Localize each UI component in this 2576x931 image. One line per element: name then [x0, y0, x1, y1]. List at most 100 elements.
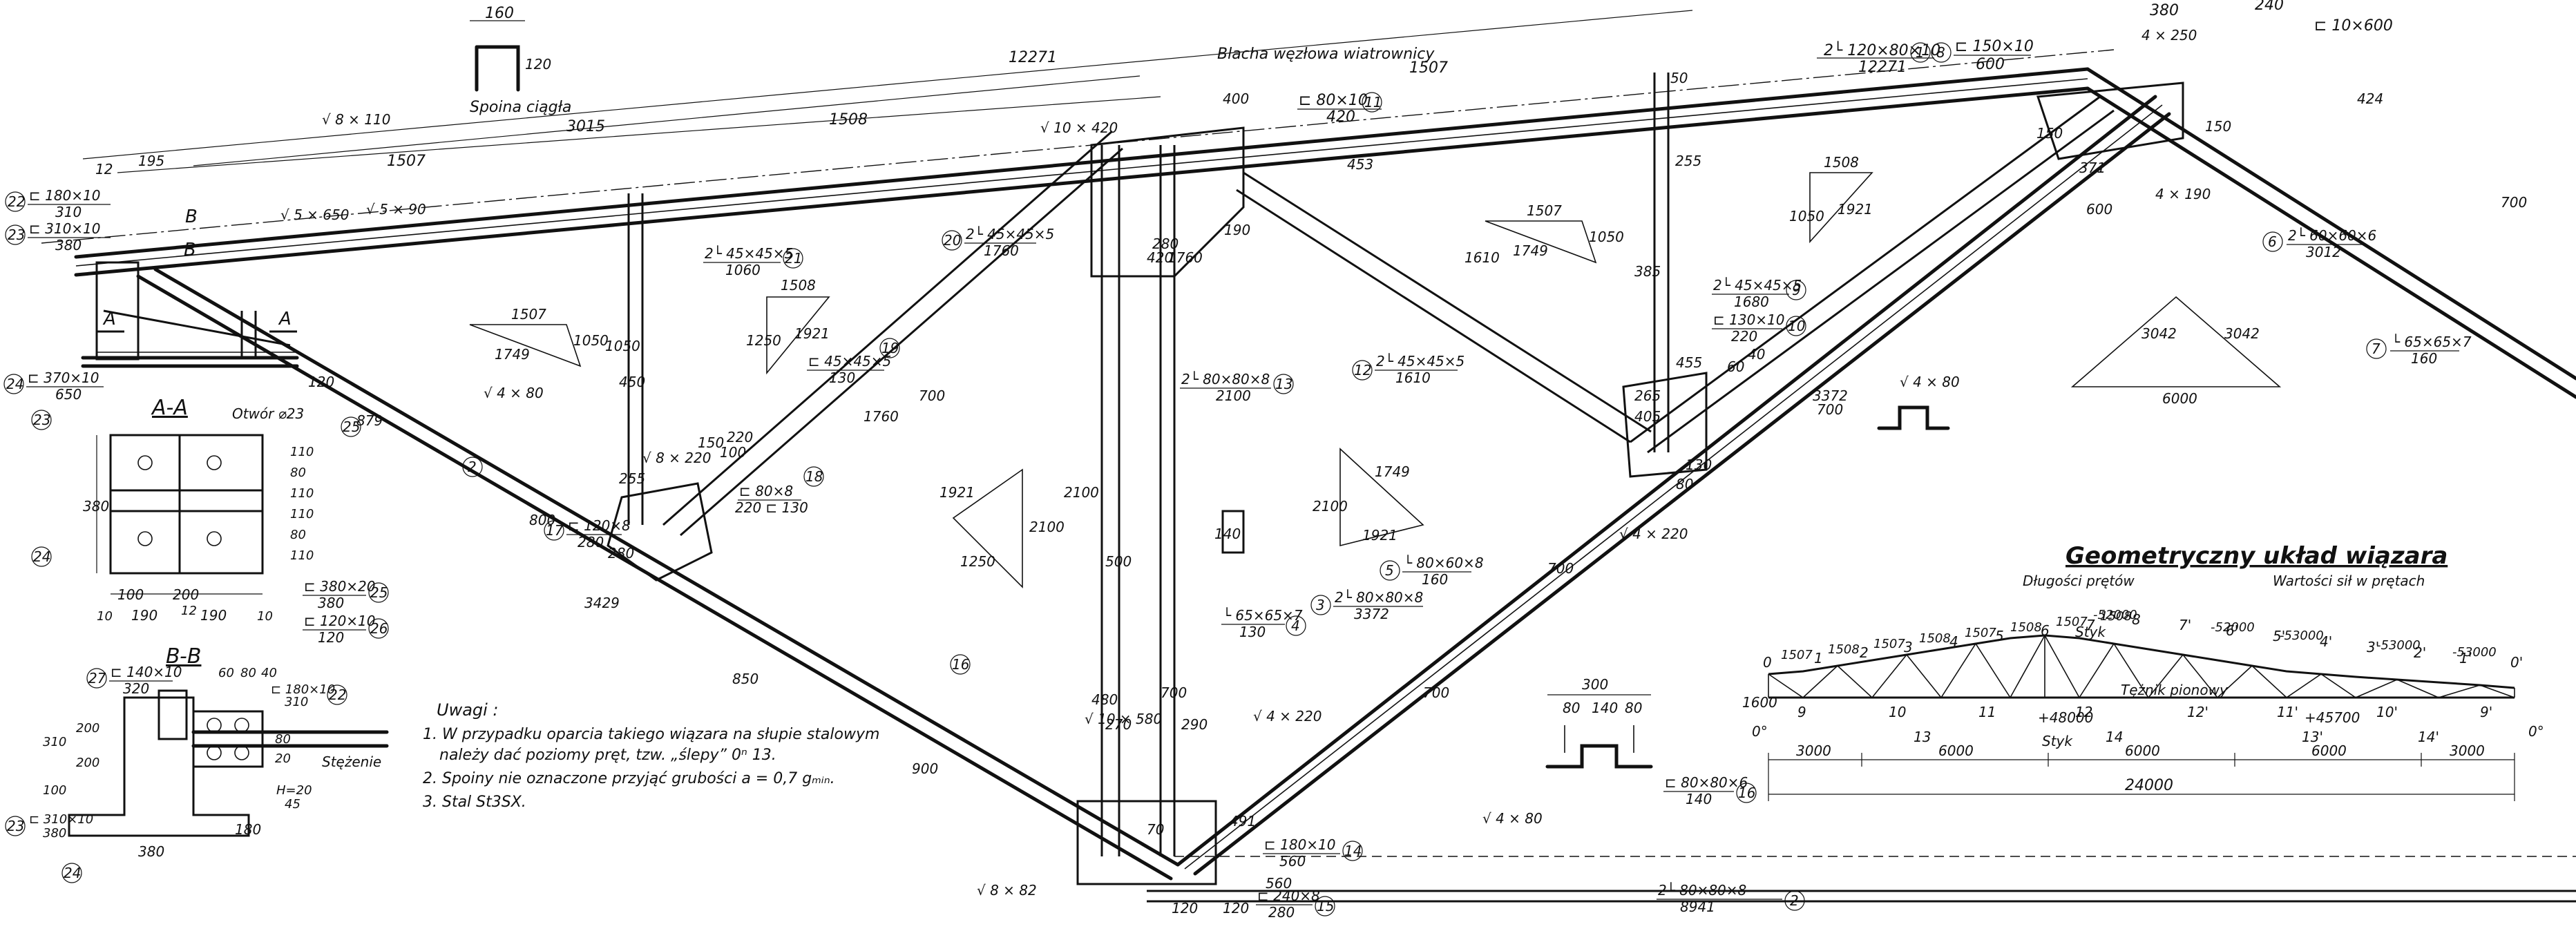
svg-text:380: 380: [83, 498, 109, 515]
svg-text:40: 40: [1748, 346, 1765, 363]
callout-part-8: 8 ⊏ 150×10 600: [1931, 38, 2034, 73]
dim-400: 400: [1223, 90, 1249, 107]
svg-text:27: 27: [88, 670, 106, 687]
svg-text:380: 380: [55, 237, 82, 253]
svg-text:⊏ 80×80×6: ⊏ 80×80×6: [1665, 774, 1748, 791]
svg-text:100: 100: [720, 444, 746, 461]
svg-text:80: 80: [240, 666, 256, 680]
svg-text:⊏ 150×10: ⊏ 150×10: [1955, 38, 2034, 55]
svg-text:500: 500: [1105, 553, 1132, 570]
svg-text:1749: 1749: [495, 346, 530, 363]
svg-text:23: 23: [8, 227, 25, 243]
callout-part-1: 2└ 120×80×10 12271 1: [1817, 41, 1940, 76]
callout-part-4: └ 65×65×7 130 4: [1221, 607, 1306, 640]
svg-text:200: 200: [76, 721, 99, 736]
svg-text:60: 60: [1727, 358, 1744, 375]
dim-12271-top: 12271: [1009, 49, 1057, 66]
callout-part-24: 24 ⊏ 370×10 650: [3, 369, 104, 403]
callout-part-2: 2└ 80×80×8 8941 2 2: [462, 457, 1805, 915]
svg-text:650: 650: [55, 386, 82, 403]
slope-triangle-4: 1508 1921 1050: [1789, 154, 1873, 244]
svg-text:2100: 2100: [1216, 387, 1251, 404]
svg-text:24: 24: [6, 376, 23, 392]
slope-triangle-3: 1507 1749 1050: [1485, 202, 1624, 264]
svg-text:1508: 1508: [1828, 642, 1860, 657]
svg-text:⊏ 120×10: ⊏ 120×10: [304, 613, 376, 629]
dim-371: 371: [2079, 160, 2106, 176]
weld-10x420: √ 10 × 420: [1040, 119, 1118, 136]
svg-text:310: 310: [285, 695, 308, 709]
svg-text:180: 180: [235, 821, 261, 838]
dim-240: 240: [2255, 0, 2284, 14]
geom-force-bottom-1: +48000: [2038, 709, 2093, 726]
slope-triangle-5: 3042 3042 6000: [2070, 296, 2282, 407]
svg-text:140: 140: [1214, 526, 1241, 542]
svg-text:10: 10: [1788, 318, 1805, 334]
svg-text:2': 2': [2414, 644, 2426, 661]
dim-150-b: 150: [2205, 118, 2231, 135]
callout-part-11: ⊏ 80×10 420 11: [1297, 92, 1382, 126]
svg-text:200: 200: [173, 586, 199, 603]
geom-zero-left: 0°: [1752, 723, 1768, 740]
svg-text:1921: 1921: [1362, 527, 1397, 544]
svg-text:140: 140: [1592, 700, 1618, 716]
svg-text:1060: 1060: [725, 262, 761, 278]
svg-text:1508: 1508: [2010, 620, 2042, 635]
svg-text:11: 11: [1364, 94, 1382, 111]
svg-text:800: 800: [529, 512, 555, 528]
callout-part-7: 7 └ 65×65×7 160: [2366, 334, 2472, 367]
svg-text:100: 100: [117, 586, 144, 603]
svg-text:700: 700: [1817, 401, 1843, 418]
channel-profile-detail: 160 120 Spoina ciągła: [470, 5, 571, 116]
svg-text:⊏ 180×10: ⊏ 180×10: [1264, 836, 1336, 853]
svg-text:1749: 1749: [1375, 463, 1410, 480]
svg-text:1760: 1760: [984, 242, 1019, 259]
callout-part-23: 23 ⊏ 310×10 380: [5, 220, 111, 253]
svg-text:2└ 120×80×10: 2└ 120×80×10: [1824, 41, 1940, 59]
note-1a: 1. W przypadku oparcia takiego wiązara n…: [423, 726, 879, 743]
svg-text:160: 160: [2411, 350, 2437, 367]
svg-text:20: 20: [275, 751, 291, 766]
svg-text:12: 12: [1354, 362, 1371, 378]
callout-part-5: 5 └ 80×60×8 160: [1380, 555, 1484, 588]
svg-text:20: 20: [944, 232, 961, 249]
svg-text:6000: 6000: [2311, 742, 2347, 759]
svg-text:3012: 3012: [2306, 244, 2341, 260]
notes: Uwagi : 1. W przypadku oparcia takiego w…: [423, 700, 879, 811]
dim-700-top: 700: [2501, 194, 2527, 211]
svg-text:1921: 1921: [939, 484, 975, 501]
notes-title: Uwagi :: [437, 700, 499, 720]
svg-text:1050: 1050: [605, 338, 640, 354]
top-dimensions: 12271 1507 3015 1508 1507 195 12 Blacha …: [82, 0, 2527, 266]
svg-text:2: 2: [468, 459, 477, 475]
weld-4x220-a: √ 4 × 220: [1619, 526, 1688, 542]
svg-text:70: 70: [1147, 821, 1164, 838]
callout-part-19: ⊏ 45×45×5 130 19: [807, 338, 900, 386]
svg-text:120: 120: [1172, 900, 1198, 916]
svg-text:380: 380: [138, 843, 164, 860]
svg-text:130: 130: [1686, 457, 1712, 473]
svg-text:H=20: H=20: [276, 783, 312, 798]
section-markers: A A B B: [97, 207, 297, 333]
support-plates: 120: [81, 311, 334, 390]
callout-part-18: ⊏ 80×8 220 ⊏ 130 18: [735, 466, 824, 516]
svg-text:1507: 1507: [1781, 648, 1813, 662]
svg-text:25: 25: [370, 584, 388, 601]
svg-text:1610: 1610: [1395, 369, 1431, 386]
svg-text:3429: 3429: [584, 595, 620, 611]
geom-title: Geometryczny układ wiązara: [2065, 542, 2448, 570]
svg-text:80: 80: [290, 528, 306, 542]
svg-text:560: 560: [1266, 875, 1292, 892]
dim-255-top: 255: [1675, 153, 1701, 169]
svg-text:6000: 6000: [2162, 390, 2197, 407]
svg-text:2└ 80×80×8: 2└ 80×80×8: [1658, 882, 1746, 899]
svg-text:6': 6': [2226, 622, 2238, 639]
weld-8x82: √ 8 × 82: [977, 882, 1037, 899]
svg-text:380: 380: [43, 826, 66, 841]
svg-text:405: 405: [1634, 408, 1661, 425]
svg-text:310: 310: [55, 204, 82, 220]
slope-triangle-7: 1749 1921 2100: [1313, 448, 1424, 547]
svg-text:8: 8: [2132, 611, 2141, 628]
dim-420: 420: [1147, 249, 1173, 266]
